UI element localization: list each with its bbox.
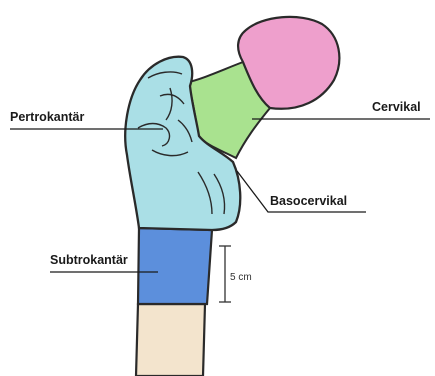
scale-bar-label: 5 cm bbox=[230, 272, 252, 283]
subtrokantar-region bbox=[138, 228, 212, 304]
subtrokantar-label: Subtrokantär bbox=[50, 253, 128, 267]
basocervikal-label: Basocervikal bbox=[270, 194, 347, 208]
femur-shaft-region bbox=[136, 304, 205, 376]
pertrokantar-label: Pertrokantär bbox=[10, 110, 84, 124]
cervikal-label: Cervikal bbox=[372, 100, 421, 114]
